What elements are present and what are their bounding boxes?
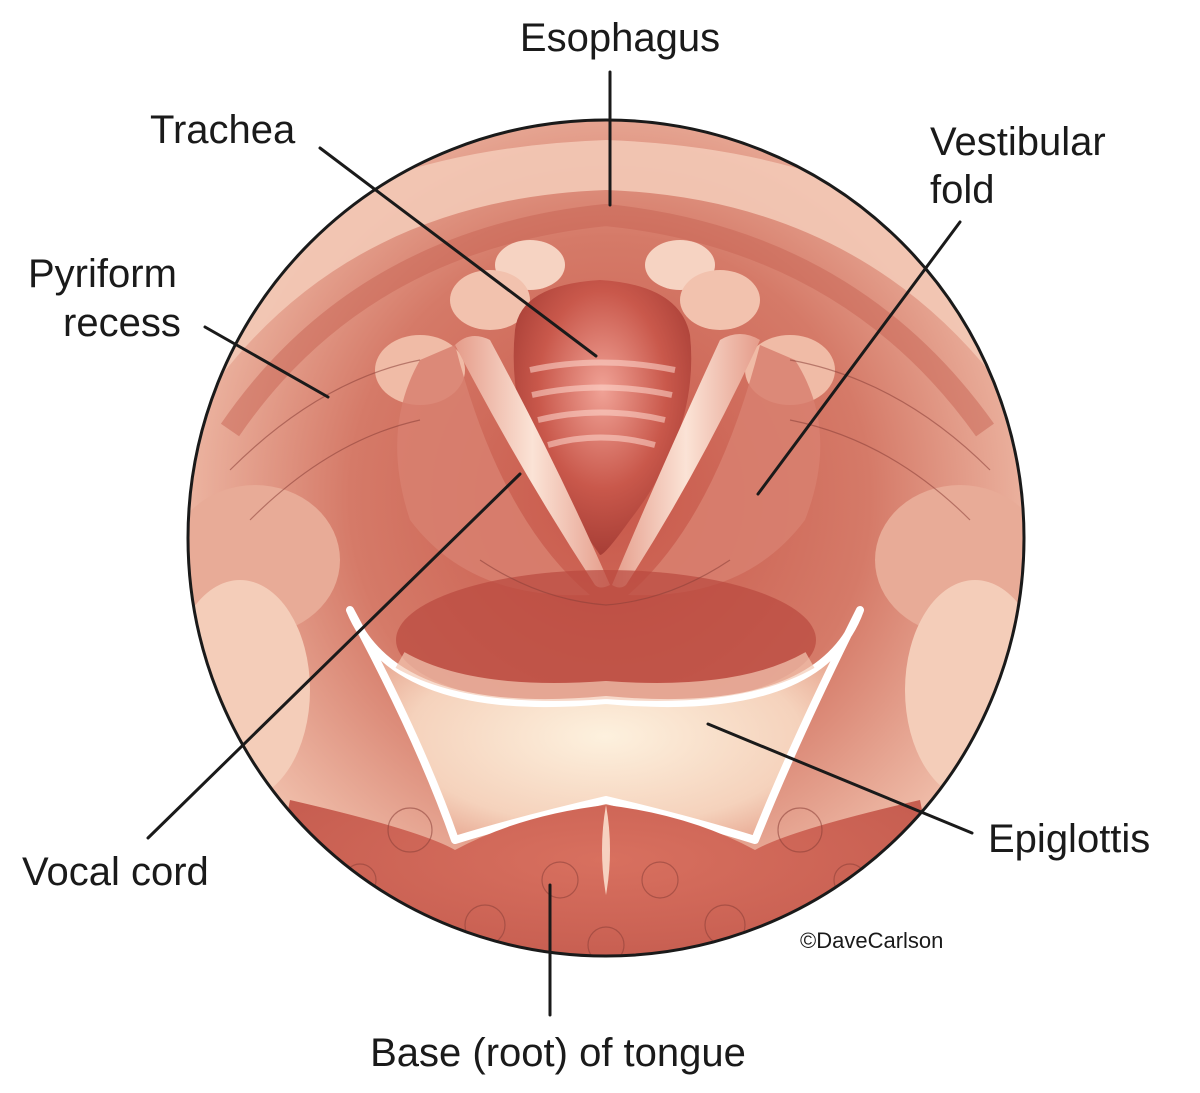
leader-trachea xyxy=(318,146,598,358)
leader-lines xyxy=(146,70,974,1017)
credit-background xyxy=(790,922,986,956)
label-epiglottis: Epiglottis xyxy=(988,817,1150,861)
larynx-illustration xyxy=(188,120,1024,956)
label-pyriform-recess-line1: Pyriform xyxy=(28,252,177,296)
leader-vocal-cord xyxy=(146,472,522,840)
label-base-of-tongue: Base (root) of tongue xyxy=(370,1031,746,1075)
label-vestibular-fold-line1: Vestibular xyxy=(930,120,1106,164)
leader-vestibular-fold xyxy=(756,220,962,496)
label-vocal-cord: Vocal cord xyxy=(22,850,209,894)
label-trachea: Trachea xyxy=(150,108,296,152)
label-esophagus: Esophagus xyxy=(520,16,720,60)
view-circle-outline xyxy=(186,118,1026,958)
leader-pyriform-recess xyxy=(203,325,330,399)
label-pyriform-recess-line2: recess xyxy=(63,301,181,345)
leader-epiglottis xyxy=(706,722,974,835)
label-vestibular-fold-line2: fold xyxy=(930,168,995,212)
credit-text: ©DaveCarlson xyxy=(800,928,943,953)
